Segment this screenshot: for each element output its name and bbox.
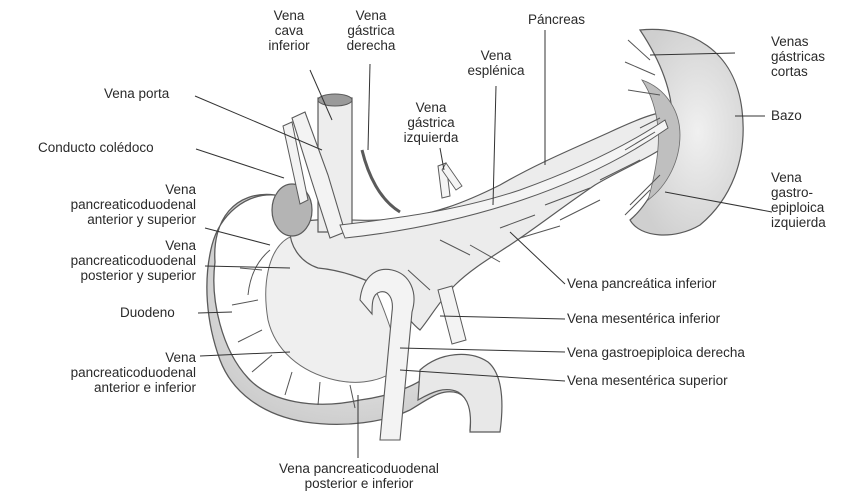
label-bazo: Bazo xyxy=(771,108,802,123)
label-vena-pancreatica-inferior: Vena pancreática inferior xyxy=(567,276,716,291)
label-conducto-coledoco: Conducto colédoco xyxy=(38,140,154,155)
vena-mesenterica-inferior xyxy=(438,286,466,344)
duodenum-lower-bulb xyxy=(418,354,502,432)
label-duodeno: Duodeno xyxy=(120,305,175,320)
label-vena-gastroepiploica-derecha: Vena gastroepiploica derecha xyxy=(567,345,745,360)
label-vena-mesenterica-superior: Vena mesentérica superior xyxy=(567,373,728,388)
vena-gastrica-derecha-vessel xyxy=(362,150,400,212)
label-pancreas: Páncreas xyxy=(528,12,585,27)
label-vena-porta: Vena porta xyxy=(104,86,169,101)
label-vena-mesenterica-inferior: Vena mesentérica inferior xyxy=(567,311,720,326)
